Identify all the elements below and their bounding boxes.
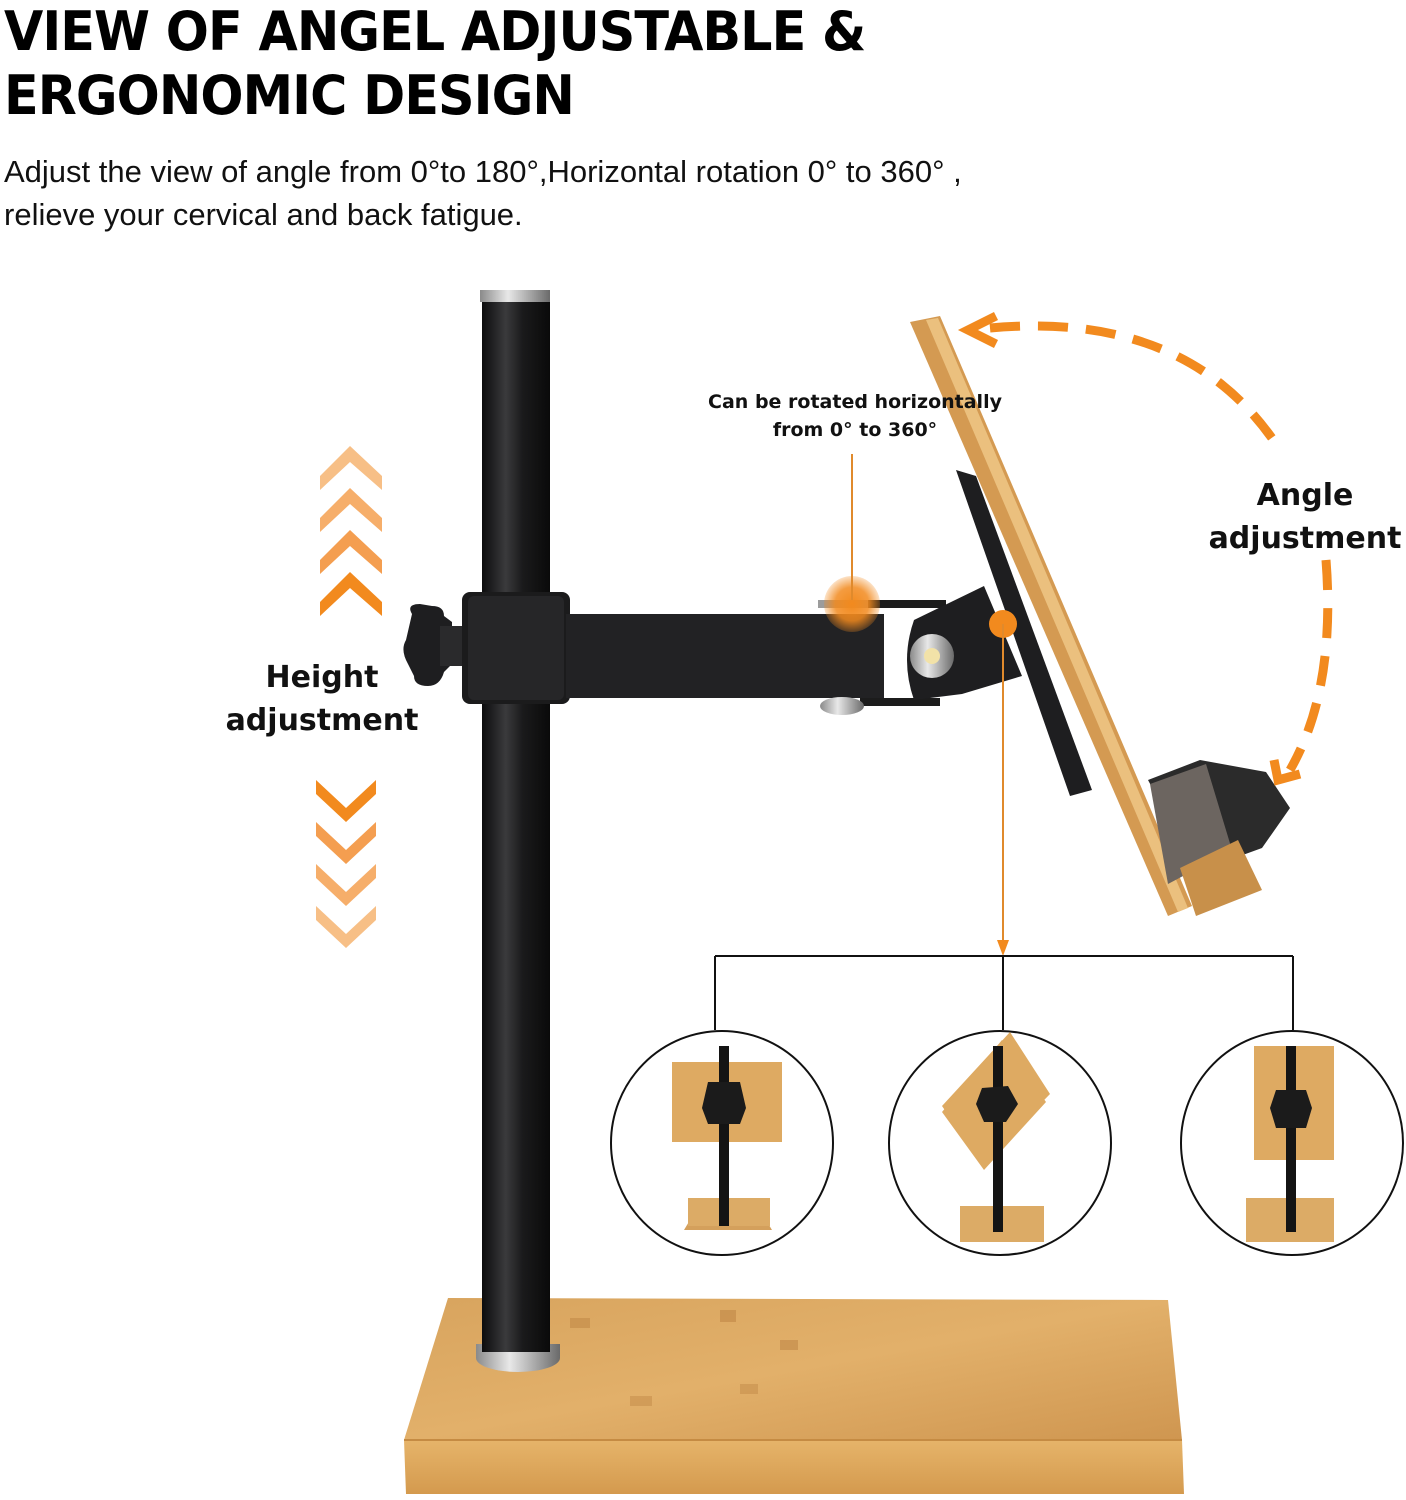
subtitle-line-2: relieve your cervical and back fatigue. <box>4 197 523 232</box>
rotation-callout-line-1: Can be rotated horizontally <box>708 391 1002 413</box>
subtitle: Adjust the view of angle from 0°to 180°,… <box>4 150 962 236</box>
subtitle-line-1: Adjust the view of angle from 0°to 180°,… <box>4 154 962 189</box>
book-holder <box>1148 760 1290 916</box>
title-line-2: ERGONOMIC DESIGN <box>4 64 575 127</box>
angle-arc-arrow-icon <box>957 311 1333 786</box>
page-title: VIEW OF ANGEL ADJUSTABLE & ERGONOMIC DES… <box>4 0 866 128</box>
height-adjustment-label: Height adjustment <box>212 656 432 742</box>
rotation-callout-line-2: from 0° to 360° <box>772 419 938 441</box>
height-label-line-2: adjustment <box>225 703 419 738</box>
rotation-view-tilted <box>888 1030 1112 1256</box>
rotation-callout: Can be rotated horizontally from 0° to 3… <box>690 388 1020 444</box>
connector-bracket <box>714 955 1294 1030</box>
rotation-pivot-marker <box>824 576 880 632</box>
rotation-view-landscape <box>610 1030 834 1256</box>
angle-label-line-2: adjustment <box>1208 521 1402 556</box>
tilt-callout-arrowhead-icon <box>997 940 1009 956</box>
height-clamp <box>462 592 570 704</box>
tilted-bamboo-board <box>910 316 1192 916</box>
vertical-pole <box>482 296 550 1352</box>
horizontal-arm <box>566 600 946 715</box>
rotation-view-portrait <box>1180 1030 1404 1256</box>
angle-label-line-1: Angle <box>1256 478 1354 513</box>
bamboo-base <box>404 1298 1184 1494</box>
down-chevrons-icon <box>316 780 376 948</box>
pole-top-cap <box>480 290 550 302</box>
angle-adjustment-label: Angle adjustment <box>1200 474 1406 560</box>
clamp-knob-icon <box>403 604 462 686</box>
height-label-line-1: Height <box>265 660 379 695</box>
up-chevrons-icon <box>320 446 382 616</box>
title-line-1: VIEW OF ANGEL ADJUSTABLE & <box>4 0 866 63</box>
